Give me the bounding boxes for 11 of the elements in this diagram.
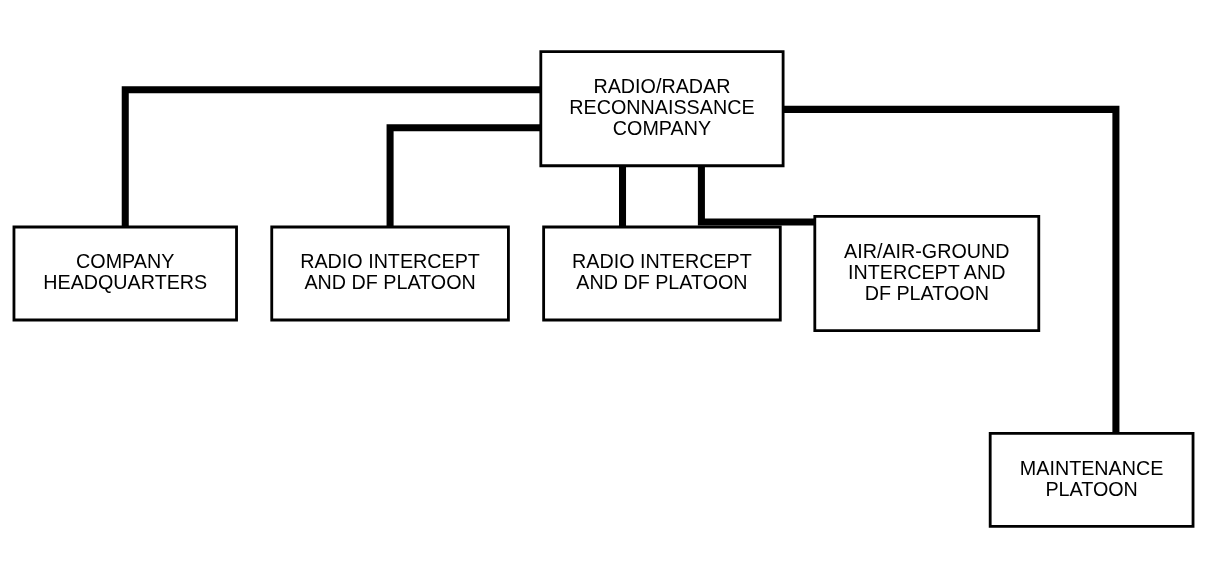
node-box: RADIO INTERCEPT AND DF PLATOON [270,225,510,321]
node-box: RADIO/RADAR RECONNAISSANCE COMPANY [539,49,785,167]
connector [386,123,541,227]
node-box: AIR/AIR-GROUND INTERCEPT AND DF PLATOON [813,214,1041,332]
connector [783,105,1120,433]
connector [121,85,541,227]
node-box: RADIO INTERCEPT AND DF PLATOON [542,225,782,321]
connector [697,165,815,226]
node-box: COMPANY HEADQUARTERS [12,225,238,321]
connector [619,165,627,227]
node-box: MAINTENANCE PLATOON [988,431,1195,528]
